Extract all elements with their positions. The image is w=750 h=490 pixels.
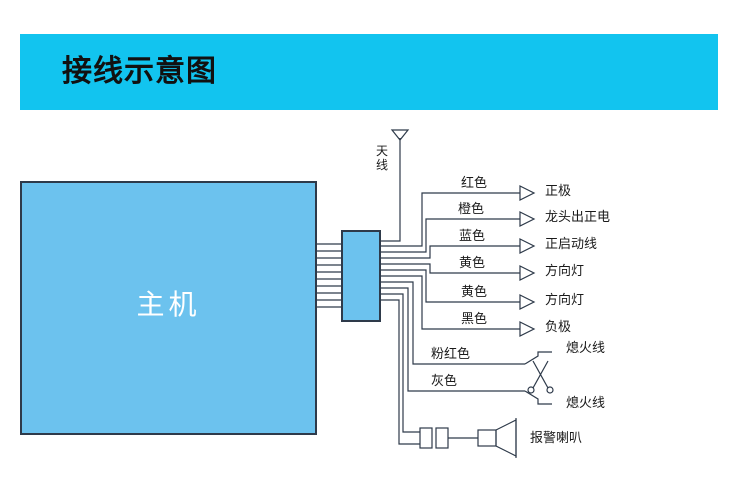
fuse-icon	[435, 427, 449, 449]
ignition-target-label: 熄火线	[566, 396, 606, 411]
ignition-wire-top	[524, 351, 552, 365]
host-unit-label: 主机	[136, 288, 201, 321]
wire-color-label: 黄色	[459, 256, 486, 271]
antenna-wire	[381, 138, 401, 242]
connector-block	[341, 230, 381, 322]
siren-label: 报警喇叭	[530, 431, 583, 446]
scissors-icon	[532, 360, 549, 389]
wire-color-label: 红色	[461, 176, 488, 191]
arrow-icon	[519, 321, 536, 337]
wire-siren-2	[381, 299, 420, 445]
ignition-wire-label: 粉红色	[431, 347, 471, 362]
wire-red	[381, 192, 520, 247]
wire-siren-1	[381, 293, 420, 433]
wire-target-label: 负极	[545, 320, 572, 335]
wire-target-label: 正极	[545, 184, 572, 199]
scissors-handle-icon	[546, 386, 554, 394]
arrow-icon	[519, 185, 536, 201]
wire-yellow-1	[381, 263, 520, 274]
arrow-icon	[519, 211, 536, 227]
ignition-target-label: 熄火线	[566, 341, 606, 356]
wire-target-label: 方向灯	[545, 293, 585, 308]
wire-blue	[381, 245, 520, 259]
antenna-icon	[390, 129, 410, 141]
host-unit-box: 主机	[20, 181, 317, 435]
wire-grey	[381, 287, 525, 392]
wire-color-label: 橙色	[458, 202, 485, 217]
page-title: 接线示意图	[62, 54, 217, 89]
wire-yellow-2	[381, 269, 520, 303]
wire-target-label: 方向灯	[545, 264, 585, 279]
wire-color-label: 蓝色	[459, 229, 486, 244]
siren-body-icon	[477, 429, 497, 447]
antenna-label: 天 线	[375, 144, 388, 172]
ignition-wire-label: 灰色	[431, 374, 458, 389]
scissors-handle-icon	[527, 386, 535, 394]
ignition-wire-bottom	[524, 390, 552, 405]
wire-orange	[381, 218, 520, 253]
horn-icon	[495, 419, 517, 457]
arrow-icon	[519, 238, 536, 254]
wire-pink	[381, 281, 525, 365]
wire-black	[381, 275, 520, 330]
fuse-icon	[419, 427, 433, 449]
wire-target-label: 龙头出正电	[545, 210, 611, 225]
title-banner: 接线示意图	[20, 34, 718, 110]
wire-target-label: 正启动线	[545, 237, 598, 252]
wire-color-label: 黄色	[461, 285, 488, 300]
wire-color-label: 黑色	[461, 312, 488, 327]
arrow-icon	[519, 294, 536, 310]
arrow-icon	[519, 265, 536, 281]
